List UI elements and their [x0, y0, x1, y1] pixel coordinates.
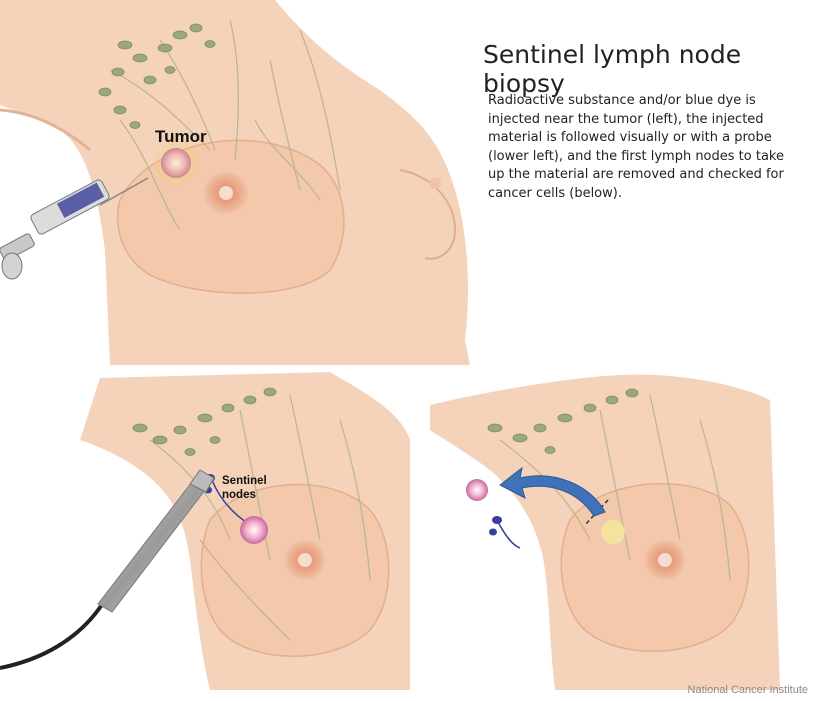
lymph-nodes-top: [98, 23, 216, 129]
sentinel-nodes-label: Sentinel nodes: [222, 475, 267, 501]
tumor-bottom-left: [240, 516, 268, 544]
nipple-bottom-right: [658, 553, 672, 567]
dye-halo-top: [154, 141, 198, 185]
removal-arrow: [499, 466, 606, 517]
syringe: [0, 177, 149, 280]
gamma-probe: [0, 469, 215, 670]
tumor-top: [161, 148, 191, 178]
panel-injection: [0, 0, 470, 365]
nipple-right: [429, 177, 441, 189]
lymph-nodes-bottom-right: [487, 388, 639, 454]
credit-text: National Cancer Institute: [687, 684, 808, 696]
lymph-nodes-bottom-left: [132, 387, 277, 456]
page-title: Sentinel lymph node biopsy: [483, 40, 742, 98]
lymph-vessels-top: [109, 19, 341, 231]
tumor-label: Tumor: [155, 127, 207, 146]
breast-right: [399, 169, 457, 260]
description-text: Radioactive substance and/or blue dye is…: [488, 93, 784, 201]
removed-tissue: [466, 479, 521, 549]
panel-probe: [0, 372, 410, 690]
panel-removal: [430, 374, 780, 690]
excised-area: [601, 520, 625, 544]
nipple-left: [219, 186, 233, 200]
breast-left: [116, 139, 345, 294]
nipple-bottom-left: [298, 553, 312, 567]
arm-edge: [0, 108, 91, 152]
